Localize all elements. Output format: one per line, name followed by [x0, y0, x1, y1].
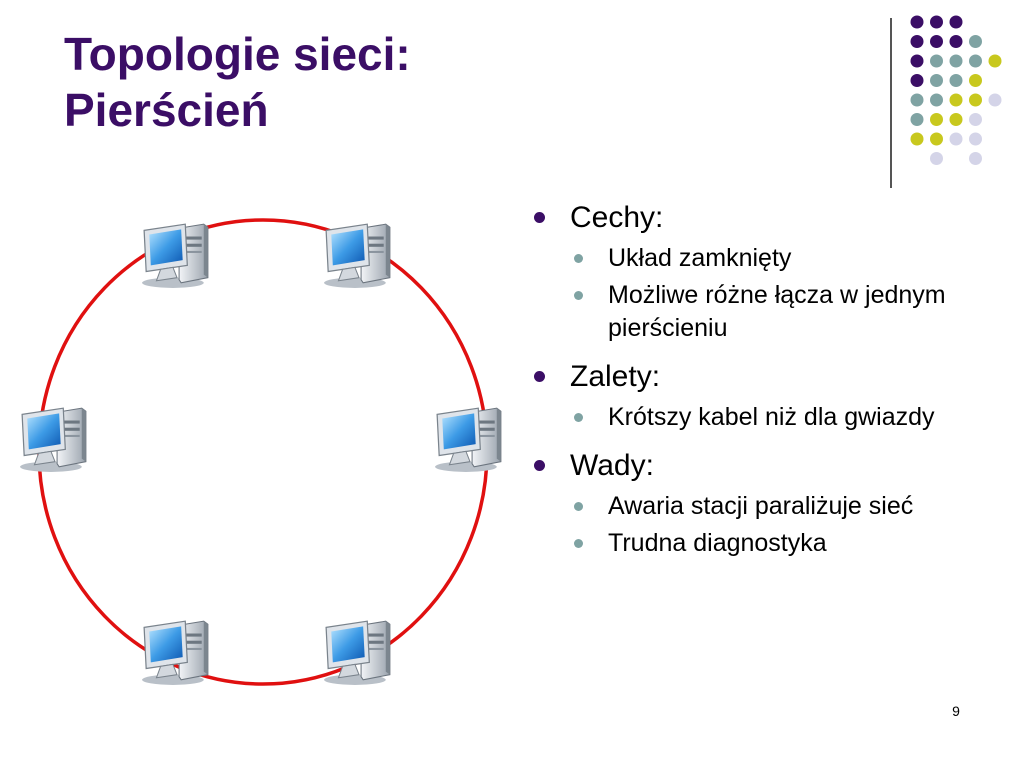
computer-icon — [19, 407, 87, 473]
decorative-dot — [969, 113, 982, 126]
decorative-dot — [969, 54, 982, 68]
decorative-dot — [930, 152, 943, 165]
decorative-dot — [930, 113, 943, 126]
decorative-dot — [910, 93, 924, 107]
decorative-dot — [969, 132, 982, 146]
decorative-dot — [930, 15, 943, 29]
sub-bullet-text: Trudna diagnostyka — [608, 529, 827, 557]
computer-icon — [323, 223, 391, 289]
computer-icon — [141, 223, 209, 289]
decorative-dot — [969, 74, 982, 87]
bullet-heading-cechy: Cechy: Układ zamknięty Możliwe różne łąc… — [530, 198, 970, 345]
decorative-dot — [910, 15, 924, 29]
decorative-dot — [930, 132, 943, 146]
bullet-heading-zalety: Zalety: Krótszy kabel niż dla gwiazdy — [530, 357, 970, 434]
decorative-dot — [910, 113, 924, 126]
decorative-dot — [930, 93, 943, 107]
ring-topology-diagram — [19, 218, 502, 686]
page-number: 9 — [952, 703, 960, 719]
decorative-dot-grid — [910, 15, 1002, 165]
sub-bullet-item: Możliwe różne łącza w jednym pierścieniu — [570, 279, 970, 345]
decorative-dot — [988, 93, 1002, 107]
computer-icon — [434, 407, 502, 473]
bullet-heading-wady: Wady: Awaria stacji paraliżuje sieć Trud… — [530, 446, 970, 560]
decorative-dot — [930, 35, 943, 48]
decorative-dot — [949, 132, 963, 146]
ring-connection — [37, 218, 489, 686]
decorative-dot — [969, 35, 982, 48]
decorative-dot — [930, 54, 943, 68]
decorative-dot — [930, 74, 943, 87]
sub-bullet-text: Awaria stacji paraliżuje sieć — [608, 492, 914, 520]
computer-icon — [323, 620, 391, 686]
bullet-heading-text: Cechy: — [570, 201, 664, 234]
sub-bullet-item: Trudna diagnostyka — [570, 527, 970, 560]
decorative-dot — [949, 15, 963, 29]
slide-title-line-2: Pierścień — [64, 84, 269, 136]
sub-bullet-text: Układ zamknięty — [608, 244, 792, 272]
sub-bullet-item: Awaria stacji paraliżuje sieć — [570, 490, 970, 523]
decorative-dot — [910, 132, 924, 146]
bullet-heading-text: Wady: — [570, 449, 654, 482]
decorative-dot — [949, 74, 963, 87]
bullet-list: Cechy: Układ zamknięty Możliwe różne łąc… — [530, 198, 970, 572]
sub-bullet-item: Układ zamknięty — [570, 242, 970, 275]
slide-title: Topologie sieci: Pierścień — [64, 26, 411, 138]
sub-bullet-text: Krótszy kabel niż dla gwiazdy — [608, 403, 935, 431]
decorative-dot — [910, 74, 924, 87]
decorative-dot — [988, 54, 1002, 68]
decorative-dot — [969, 152, 982, 165]
decorative-dot — [949, 93, 963, 107]
bullet-heading-text: Zalety: — [570, 360, 661, 393]
slide-title-line-1: Topologie sieci: — [64, 28, 411, 80]
decorative-dot — [949, 54, 963, 68]
header-divider — [890, 18, 892, 188]
decorative-dot — [949, 113, 963, 126]
sub-bullet-text: Możliwe różne łącza w jednym pierścieniu — [608, 281, 946, 342]
decorative-dot — [910, 35, 924, 48]
decorative-dot — [949, 35, 963, 48]
decorative-dot — [910, 54, 924, 68]
computer-icon — [141, 620, 209, 686]
decorative-dot — [969, 93, 982, 107]
sub-bullet-item: Krótszy kabel niż dla gwiazdy — [570, 401, 970, 434]
